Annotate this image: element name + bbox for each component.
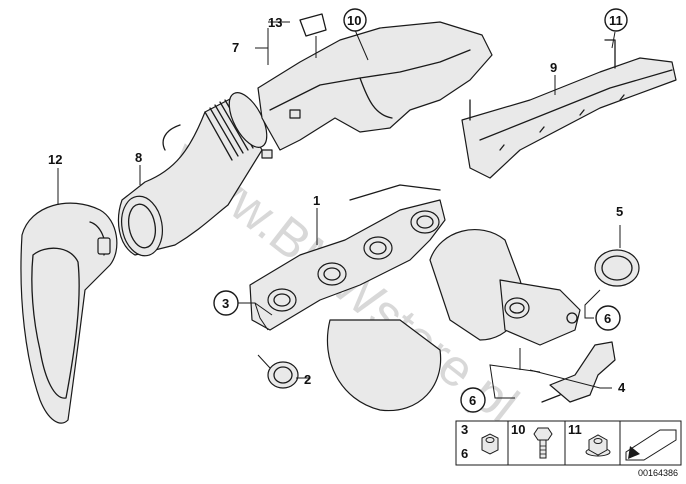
diagram-id: 00164386 xyxy=(638,468,678,478)
part-8-intake-boot xyxy=(117,92,268,257)
callout-13: 13 xyxy=(268,15,282,30)
callout-8: 8 xyxy=(135,150,142,165)
fastener-legend: 3 6 10 11 xyxy=(455,420,682,466)
callout-3-circled: 3 xyxy=(213,290,239,316)
callout-7: 7 xyxy=(232,40,239,55)
part-9-heat-shield-rail xyxy=(461,39,677,179)
callout-2: 2 xyxy=(304,372,311,387)
leader-lines xyxy=(57,21,621,399)
callout-6-right: 6 xyxy=(604,311,611,326)
callout-6-circled-right: 6 xyxy=(595,305,621,331)
callout-10: 10 xyxy=(347,13,361,28)
arrow-icon xyxy=(625,429,677,461)
nut-icon xyxy=(481,433,499,455)
callout-6-circled-bottom: 6 xyxy=(460,387,486,413)
bolt-icon xyxy=(533,427,553,459)
callout-10-circled: 10 xyxy=(343,8,367,32)
callout-9: 9 xyxy=(550,60,557,75)
part-5-gasket xyxy=(594,249,640,287)
part-1-exhaust-manifold xyxy=(249,184,581,412)
legend-label-11: 11 xyxy=(568,422,582,437)
part-4-bracket xyxy=(541,341,616,403)
legend-label-3: 3 xyxy=(461,422,468,437)
callout-5: 5 xyxy=(616,204,623,219)
flange-nut-icon xyxy=(585,434,611,457)
callout-12: 12 xyxy=(48,152,62,167)
callout-3: 3 xyxy=(222,296,229,311)
callout-6-bottom: 6 xyxy=(469,393,476,408)
callout-11: 11 xyxy=(609,13,623,28)
legend-label-6: 6 xyxy=(461,446,468,461)
callout-4: 4 xyxy=(618,380,626,395)
part-2-gasket xyxy=(267,361,299,389)
part-7-air-duct xyxy=(257,13,493,159)
callout-1: 1 xyxy=(313,193,320,208)
part-12-air-guide xyxy=(20,202,118,424)
callout-11-circled: 11 xyxy=(604,8,628,32)
legend-label-10: 10 xyxy=(511,422,525,437)
